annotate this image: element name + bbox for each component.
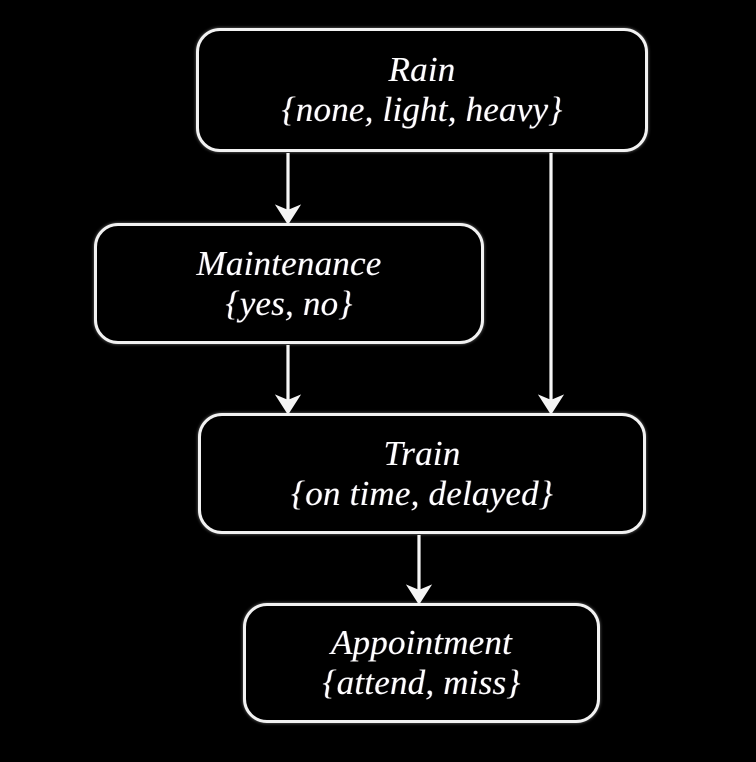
node-rain[interactable]: Rain {none, light, heavy} — [196, 28, 648, 152]
node-train[interactable]: Train {on time, delayed} — [198, 413, 646, 534]
node-maintenance-title: Maintenance — [196, 243, 382, 283]
node-maintenance[interactable]: Maintenance {yes, no} — [94, 223, 484, 344]
node-rain-title: Rain — [388, 50, 456, 90]
node-appointment-title: Appointment — [330, 623, 513, 663]
node-appointment[interactable]: Appointment {attend, miss} — [243, 603, 600, 723]
node-train-states: {on time, delayed} — [291, 473, 553, 513]
node-appointment-states: {attend, miss} — [322, 663, 521, 702]
node-rain-states: {none, light, heavy} — [281, 90, 563, 129]
node-train-title: Train — [383, 433, 461, 473]
node-maintenance-states: {yes, no} — [225, 283, 353, 323]
